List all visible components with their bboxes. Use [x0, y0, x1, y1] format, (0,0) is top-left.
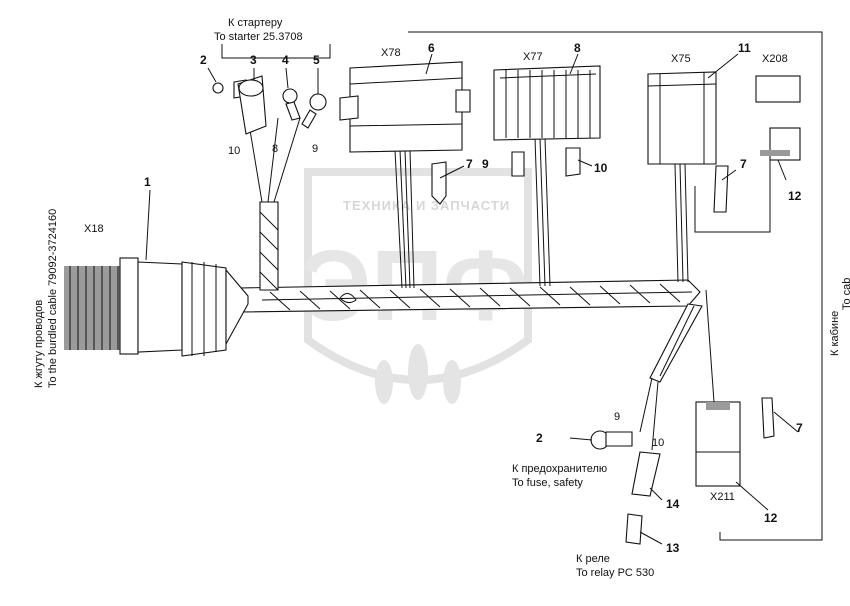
terminals [431, 147, 775, 545]
wire-9-fuse: 9 [614, 411, 620, 423]
harness-label-ru: К жгуту проводов [33, 300, 45, 388]
callout-14: 14 [666, 497, 680, 511]
callout-3: 3 [250, 53, 257, 67]
fuse-label-en: To fuse, safety [512, 477, 583, 489]
x75-label: X75 [671, 53, 691, 65]
relay-label-en: To relay PC 530 [576, 567, 654, 579]
wire-10-relay: 10 [652, 437, 664, 449]
cab-frame [408, 31, 823, 541]
callout-12-x211: 12 [764, 511, 778, 525]
starter-label-en: To starter 25.3708 [214, 31, 303, 43]
starter-bracket [221, 44, 331, 59]
callout-10: 10 [594, 161, 608, 175]
connector-x78 [339, 61, 471, 153]
callout-7-x208: 7 [740, 157, 747, 171]
harness-label-en: To the burdled cable 79092-3724160 [47, 209, 59, 388]
cab-label-en: To cab [841, 278, 850, 310]
main-harness [239, 117, 715, 451]
connector-x75 [647, 71, 717, 165]
callout-4: 4 [282, 53, 289, 67]
connector-x77 [493, 65, 601, 141]
x18-label: X18 [84, 223, 104, 235]
callout-2-starter: 2 [200, 53, 207, 67]
callout-2-fuse: 2 [536, 431, 543, 445]
callout-9: 9 [482, 157, 489, 171]
x211-label: X211 [710, 491, 735, 503]
connector-wires [394, 137, 689, 289]
x208-label: X208 [762, 53, 788, 65]
callout-6: 6 [428, 41, 435, 55]
connector-x18 [64, 257, 249, 357]
callout-13: 13 [666, 541, 680, 555]
connector-x208 [755, 75, 801, 161]
connector-x211 [695, 401, 741, 487]
fuse-label-ru: К предохранителю [512, 463, 607, 475]
callout-11: 11 [738, 41, 751, 55]
x77-label: X77 [523, 51, 543, 63]
wire-10-starter: 10 [228, 145, 240, 157]
starter-label-ru: К стартеру [228, 17, 283, 29]
callout-8: 8 [574, 41, 581, 55]
watermark-text: ТЕХНИКА И ЗАПЧАСТИ [343, 198, 510, 213]
wire-9-starter: 9 [312, 143, 318, 155]
callout-7-x78: 7 [466, 157, 473, 171]
callout-1: 1 [144, 175, 151, 189]
x208-frame [694, 160, 771, 233]
starter-terminals [212, 75, 327, 135]
cab-label-ru: К кабине [829, 311, 841, 356]
callout-12-x208: 12 [788, 189, 802, 203]
callout-7-x211: 7 [796, 421, 803, 435]
x78-label: X78 [381, 47, 401, 59]
wire-8: 8 [272, 143, 278, 155]
relay-label-ru: К реле [576, 553, 610, 565]
leader-lines [145, 53, 799, 545]
callout-5: 5 [313, 53, 320, 67]
